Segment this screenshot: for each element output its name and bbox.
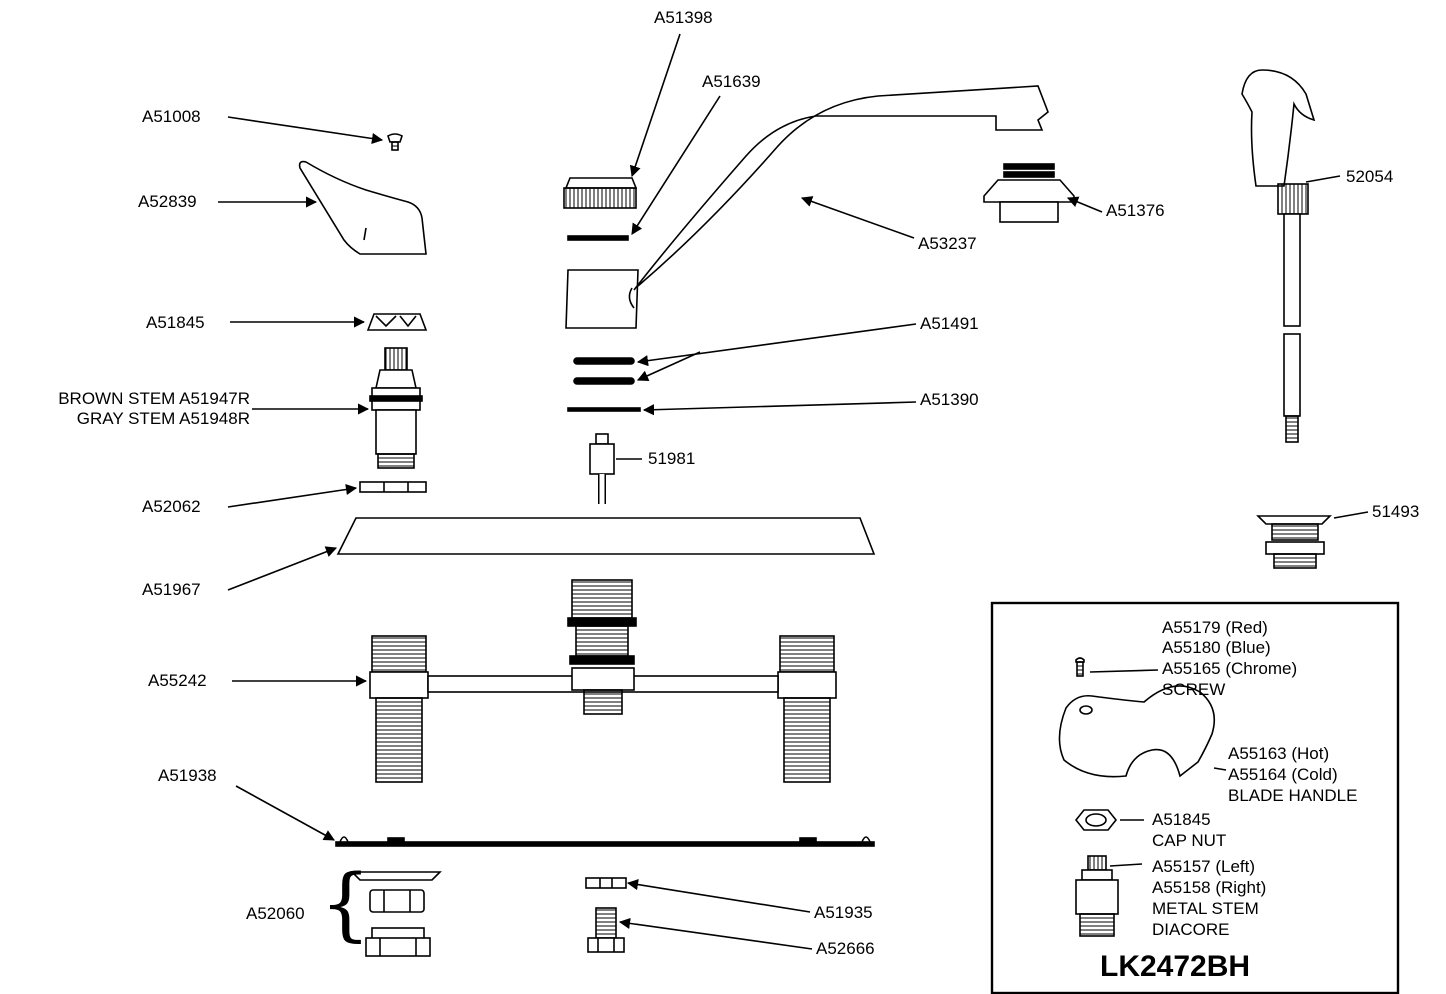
label-a52060: A52060 (246, 904, 305, 923)
inset-handle-label: BLADE HANDLE (1228, 786, 1358, 805)
inset-screw-label: SCREW (1162, 680, 1226, 699)
hose-icon (1283, 213, 1301, 443)
bolt-icon (585, 877, 627, 953)
valve-body-icon (369, 579, 837, 783)
brace-icon: { (320, 857, 371, 950)
label-a52666: A52666 (816, 939, 875, 958)
cartridge-stem-icon (589, 433, 615, 504)
label-a51376: A51376 (1106, 201, 1165, 220)
label-a51639: A51639 (702, 72, 761, 91)
label-a51967: A51967 (142, 580, 201, 599)
screw-icon (387, 133, 403, 151)
lever-handle-icon (298, 160, 427, 255)
inset-stem-left: A55157 (Left) (1152, 857, 1256, 876)
label-gray-stem: GRAY STEM A51948R (76, 409, 250, 428)
cap-nut-icon (1074, 809, 1118, 831)
label-brown-stem: BROWN STEM A51947R (58, 389, 250, 408)
cartridge-stem-icon (369, 347, 423, 469)
spout-icon (565, 85, 1049, 329)
nut-icon (350, 871, 442, 957)
label-a51008: A51008 (142, 107, 201, 126)
spray-head-icon (1241, 69, 1316, 215)
inset-stem-right: A55158 (Right) (1152, 878, 1267, 897)
label-52054: 52054 (1346, 167, 1394, 186)
label-51493: 51493 (1372, 502, 1420, 521)
inset-screw-red: A55179 (Red) (1162, 618, 1268, 637)
inset-handle-cold: A55164 (Cold) (1228, 765, 1338, 784)
screw-icon (1075, 657, 1085, 677)
label-a55242: A55242 (148, 671, 207, 690)
blade-handle-icon (1058, 685, 1216, 778)
gasket-icon (335, 836, 875, 847)
inset-screw-chrome: A55165 (Chrome) (1162, 659, 1298, 678)
label-a53237: A53237 (918, 234, 977, 253)
cartridge-stem-icon (1075, 855, 1119, 937)
escutcheon-plate-icon (336, 517, 876, 555)
inset-stem-diacore: DIACORE (1152, 920, 1230, 939)
inset-handle-hot: A55163 (Hot) (1228, 744, 1330, 763)
nut-icon (1256, 515, 1332, 569)
label-a51938: A51938 (158, 766, 217, 785)
label-a52839: A52839 (138, 192, 197, 211)
inset-stem-metal: METAL STEM (1152, 899, 1259, 918)
label-a51935: A51935 (814, 903, 873, 922)
inset-screw-blue: A55180 (Blue) (1162, 638, 1271, 657)
label-a51398: A51398 (654, 8, 713, 27)
aerator-icon (563, 177, 638, 209)
cap-nut-icon (366, 313, 428, 331)
inset-capnut-label: CAP NUT (1152, 831, 1227, 850)
gasket-icon (359, 481, 427, 493)
model-number: LK2472BH (1100, 950, 1251, 983)
label-a51491: A51491 (920, 314, 979, 333)
label-51981: 51981 (648, 449, 696, 468)
label-a51390: A51390 (920, 390, 979, 409)
label-a51845: A51845 (146, 313, 205, 332)
label-a52062: A52062 (142, 497, 201, 516)
inset-box (990, 601, 1400, 994)
inset-capnut-part: A51845 (1152, 810, 1211, 829)
aerator-icon (983, 163, 1075, 223)
